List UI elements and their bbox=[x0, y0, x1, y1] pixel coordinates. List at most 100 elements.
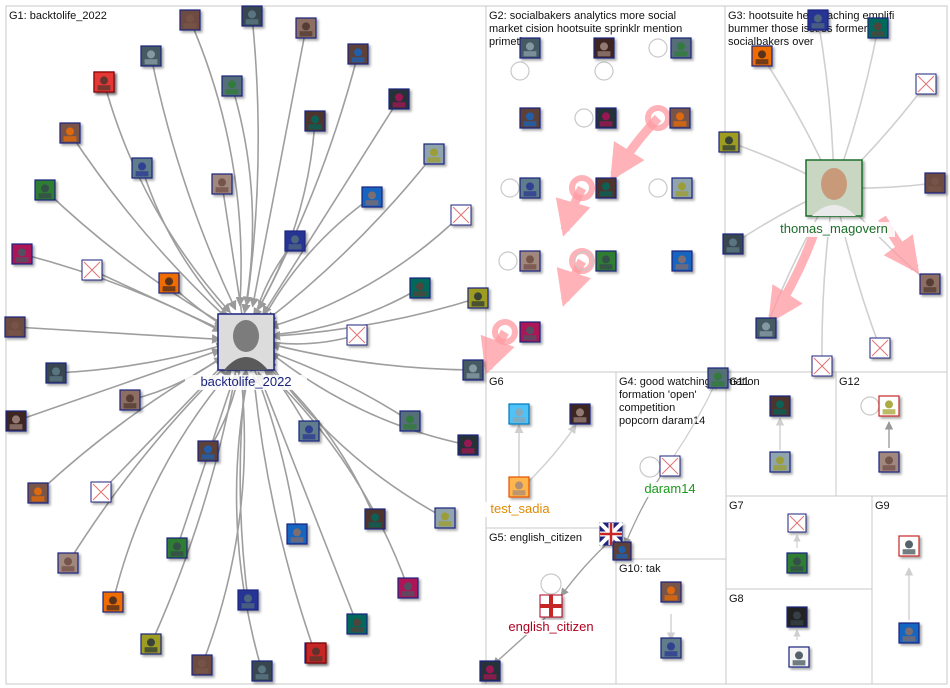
avatar-icon[interactable] bbox=[434, 507, 456, 529]
avatar-icon[interactable] bbox=[769, 451, 791, 473]
avatar-icon[interactable] bbox=[671, 250, 693, 272]
avatar-icon[interactable] bbox=[671, 177, 693, 199]
avatar-icon[interactable] bbox=[102, 591, 124, 613]
avatar-icon[interactable] bbox=[595, 250, 617, 272]
avatar-icon[interactable] bbox=[670, 37, 692, 59]
avatar-icon[interactable] bbox=[660, 581, 682, 603]
avatar-icon[interactable] bbox=[399, 410, 421, 432]
avatar-icon[interactable] bbox=[467, 287, 489, 309]
avatar-icon[interactable] bbox=[519, 107, 541, 129]
avatar-icon[interactable] bbox=[924, 172, 946, 194]
edge bbox=[14, 326, 222, 344]
avatar-icon[interactable] bbox=[409, 277, 431, 299]
avatar-icon[interactable] bbox=[251, 660, 273, 682]
avatar-icon[interactable] bbox=[462, 359, 484, 381]
avatar-icon[interactable] bbox=[769, 395, 791, 417]
avatar-icon[interactable] bbox=[4, 316, 26, 338]
avatar-icon[interactable] bbox=[755, 317, 777, 339]
avatar-icon[interactable] bbox=[93, 71, 115, 93]
avatar-icon[interactable] bbox=[508, 403, 530, 425]
avatar-icon[interactable] bbox=[221, 75, 243, 97]
avatar-icon[interactable] bbox=[131, 157, 153, 179]
avatar-icon[interactable] bbox=[898, 622, 920, 644]
avatar-icon[interactable] bbox=[237, 589, 259, 611]
avatar-icon[interactable] bbox=[707, 367, 729, 389]
avatar-icon[interactable] bbox=[179, 9, 201, 31]
broken-image-icon[interactable] bbox=[659, 455, 681, 477]
broken-image-icon[interactable] bbox=[90, 481, 112, 503]
avatar-icon[interactable] bbox=[423, 143, 445, 165]
avatar-icon[interactable] bbox=[284, 230, 306, 252]
avatar-icon[interactable] bbox=[27, 482, 49, 504]
avatar-icon[interactable] bbox=[898, 535, 920, 557]
broken-image-icon[interactable] bbox=[81, 259, 103, 281]
avatar-icon[interactable] bbox=[508, 476, 530, 498]
avatar-icon[interactable] bbox=[569, 403, 591, 425]
broken-image-icon[interactable] bbox=[346, 324, 368, 346]
avatar-icon[interactable] bbox=[595, 177, 617, 199]
avatar-icon[interactable] bbox=[722, 233, 744, 255]
avatar-icon[interactable] bbox=[295, 17, 317, 39]
backtolife-avatar[interactable] bbox=[217, 313, 275, 371]
avatar-icon[interactable] bbox=[479, 660, 501, 682]
avatar-icon[interactable] bbox=[304, 110, 326, 132]
hub-label[interactable]: daram14 bbox=[644, 481, 695, 496]
avatar-icon[interactable] bbox=[519, 37, 541, 59]
avatar-icon[interactable] bbox=[364, 508, 386, 530]
avatar-icon[interactable] bbox=[388, 88, 410, 110]
avatar-icon[interactable] bbox=[158, 272, 180, 294]
avatar-icon[interactable] bbox=[11, 243, 33, 265]
avatar-icon[interactable] bbox=[788, 646, 810, 668]
avatar-icon[interactable] bbox=[45, 362, 67, 384]
avatar-icon[interactable] bbox=[612, 541, 632, 561]
avatar-icon[interactable] bbox=[211, 173, 233, 195]
avatar-icon[interactable] bbox=[140, 45, 162, 67]
england-flag-avatar[interactable] bbox=[539, 594, 563, 618]
avatar-icon[interactable] bbox=[140, 633, 162, 655]
avatar-icon[interactable] bbox=[305, 642, 327, 664]
broken-image-icon[interactable] bbox=[787, 513, 807, 533]
avatar-icon[interactable] bbox=[397, 577, 419, 599]
avatar-icon[interactable] bbox=[669, 107, 691, 129]
hub-label[interactable]: english_citizen bbox=[508, 619, 593, 634]
avatar-icon[interactable] bbox=[5, 410, 27, 432]
avatar-icon[interactable] bbox=[807, 9, 829, 31]
avatar-icon[interactable] bbox=[595, 107, 617, 129]
avatar-icon[interactable] bbox=[197, 440, 219, 462]
avatar-icon[interactable] bbox=[519, 250, 541, 272]
avatar-icon[interactable] bbox=[34, 179, 56, 201]
avatar-icon[interactable] bbox=[919, 273, 941, 295]
avatar-icon[interactable] bbox=[166, 537, 188, 559]
avatar-icon[interactable] bbox=[878, 451, 900, 473]
avatar-icon[interactable] bbox=[59, 122, 81, 144]
avatar-icon[interactable] bbox=[457, 434, 479, 456]
broken-image-icon[interactable] bbox=[811, 355, 833, 377]
avatar-icon[interactable] bbox=[361, 186, 383, 208]
avatar-icon[interactable] bbox=[786, 552, 808, 574]
broken-image-icon[interactable] bbox=[450, 204, 472, 226]
hub-label[interactable]: test_sadia bbox=[490, 501, 550, 516]
avatar-icon[interactable] bbox=[57, 552, 79, 574]
avatar-icon[interactable] bbox=[298, 420, 320, 442]
avatar-icon[interactable] bbox=[519, 177, 541, 199]
avatar-icon[interactable] bbox=[751, 45, 773, 67]
hub-label[interactable]: backtolife_2022 bbox=[200, 374, 291, 389]
avatar-icon[interactable] bbox=[867, 17, 889, 39]
avatar-icon[interactable] bbox=[718, 131, 740, 153]
avatar-icon[interactable] bbox=[241, 5, 263, 27]
uk-flag-avatar[interactable] bbox=[598, 521, 624, 547]
broken-image-icon[interactable] bbox=[869, 337, 891, 359]
avatar-icon[interactable] bbox=[519, 321, 541, 343]
avatar-icon[interactable] bbox=[286, 523, 308, 545]
avatar-icon[interactable] bbox=[347, 43, 369, 65]
avatar-icon[interactable] bbox=[660, 637, 682, 659]
hub-label[interactable]: thomas_magovern bbox=[780, 221, 888, 236]
avatar-icon[interactable] bbox=[593, 37, 615, 59]
avatar-icon[interactable] bbox=[346, 613, 368, 635]
avatar-icon[interactable] bbox=[878, 395, 900, 417]
avatar-icon[interactable] bbox=[119, 389, 141, 411]
thomas-avatar[interactable] bbox=[805, 159, 863, 217]
avatar-icon[interactable] bbox=[786, 606, 808, 628]
broken-image-icon[interactable] bbox=[915, 73, 937, 95]
avatar-icon[interactable] bbox=[191, 654, 213, 676]
